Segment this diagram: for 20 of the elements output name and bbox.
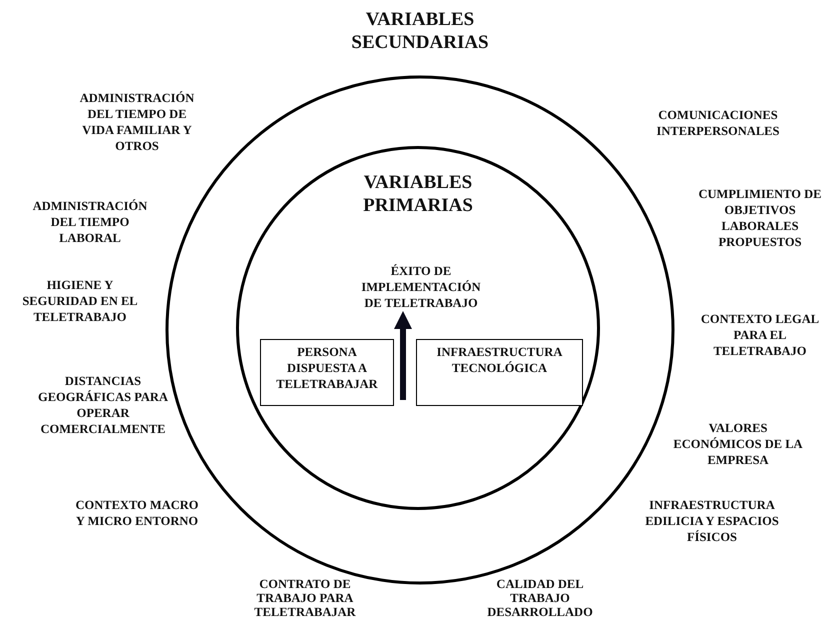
variable-box (260, 339, 394, 406)
outcome-label: ÉXITO DE IMPLEMENTACIÓN DE TELETRABAJO (360, 263, 482, 311)
box-label: INFRAESTRUCTURA TECNOLÓGICA (436, 344, 564, 376)
variable-label: HIGIENE Y SEGURIDAD EN EL TELETRABAJO (21, 277, 139, 325)
box-label: PERSONA DISPUESTA A TELETRABAJAR (275, 344, 379, 392)
variable-label: COMUNICACIONES INTERPERSONALES (656, 107, 780, 139)
variable-label: CONTEXTO MACRO Y MICRO ENTORNO (74, 497, 200, 529)
variable-box (416, 339, 583, 406)
variable-label: ADMINISTRACIÓN DEL TIEMPO LABORAL (32, 198, 148, 246)
circle-heading: VARIABLES SECUNDARIAS (350, 8, 490, 54)
variable-label: CALIDAD DEL TRABAJO DESARROLLADO (487, 577, 593, 619)
variable-label: DISTANCIAS GEOGRÁFICAS PARA OPERAR COMERCIALMENTE (37, 373, 169, 437)
variable-label: CONTEXTO LEGAL PARA EL TELETRABAJO (700, 311, 820, 359)
variable-label: ADMINISTRACIÓN DEL TIEMPO DE VIDA FAMILIAR Y OTROS (78, 90, 196, 154)
variable-label: INFRAESTRUCTURA EDILICIA Y ESPACIOS FÍSICOS (644, 497, 780, 545)
variable-label: VALORES ECONÓMICOS DE LA EMPRESA (672, 420, 804, 468)
arrow (394, 311, 412, 400)
variable-label: CONTRATO DE TRABAJO PARA TELETRABAJAR (253, 577, 357, 619)
circle-heading: VARIABLES PRIMARIAS (362, 171, 474, 217)
variable-label: CUMPLIMIENTO DE OBJETIVOS LABORALES PROPUESTOS (697, 186, 823, 250)
